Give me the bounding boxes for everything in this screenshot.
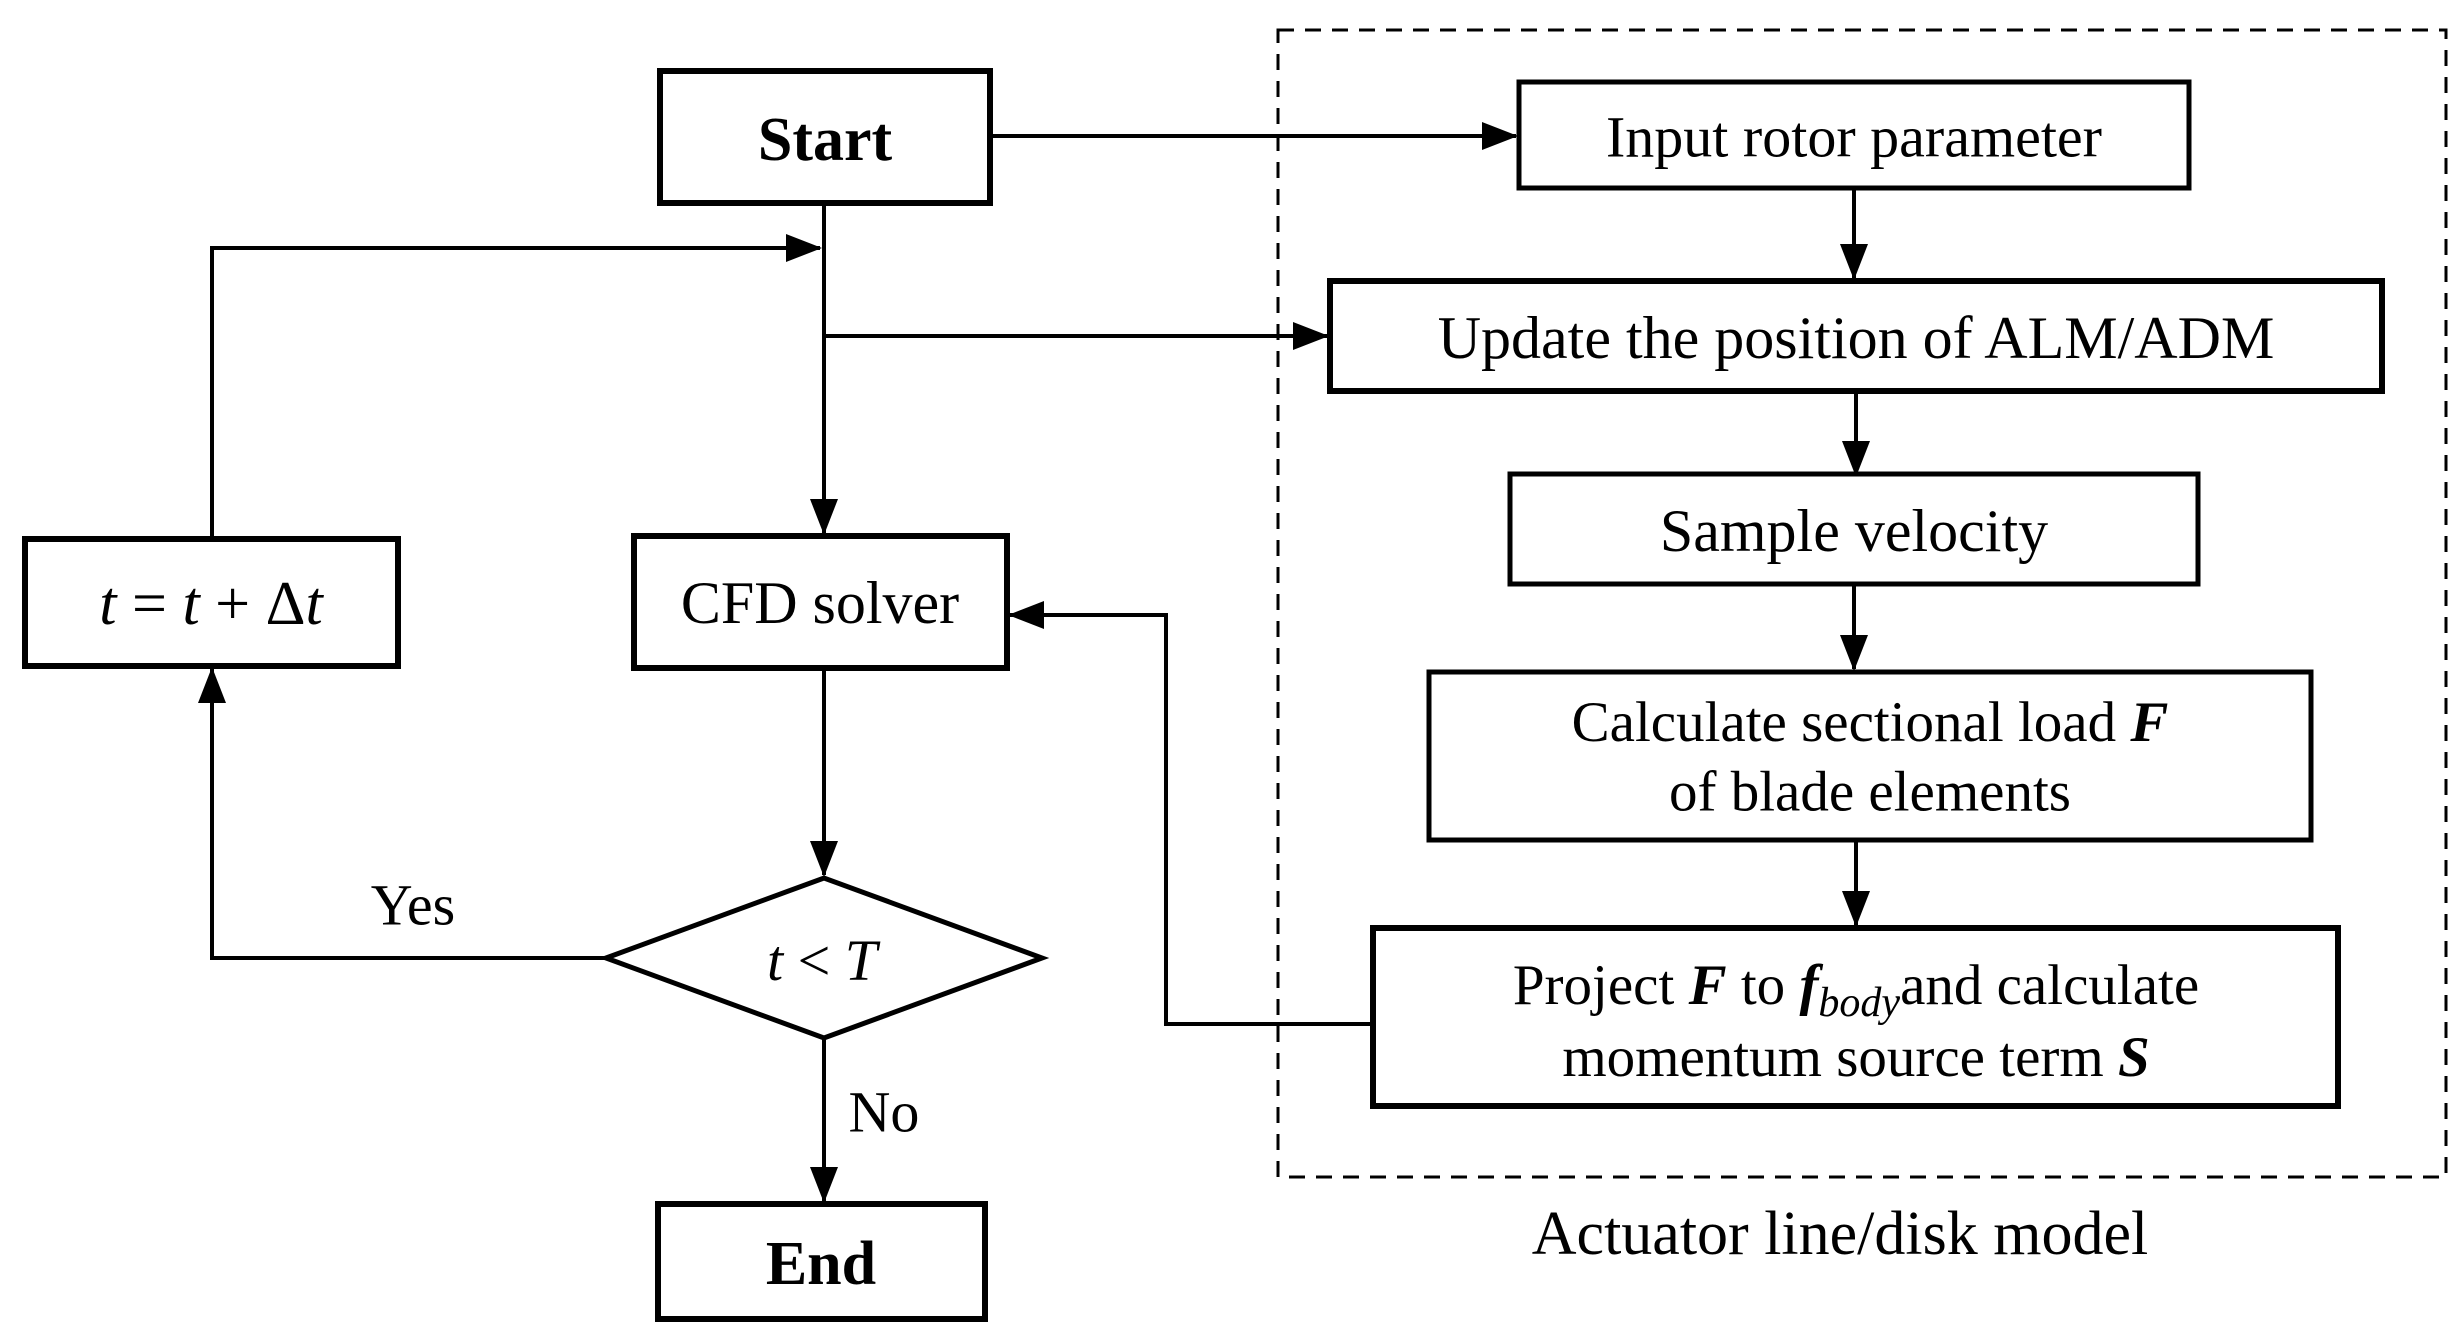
decision-node: t < T (598, 875, 1050, 1041)
input-rotor-node: Input rotor parameter (1516, 79, 2192, 191)
to-text: to (1727, 954, 1800, 1017)
time-step-node-box (22, 536, 401, 669)
force-symbol: F (2129, 691, 2168, 754)
force-symbol: F (1688, 954, 1727, 1017)
time-symbol: t (306, 570, 325, 638)
decision-node-label: t < T (767, 928, 881, 993)
calculate-load-node-label-line1: Calculate sectional load F (1572, 691, 2169, 754)
calculate-load-node-label-line2: of blade elements (1669, 761, 2071, 824)
actuator-model-region-border (1276, 28, 2448, 1179)
source-term-symbol: S (2118, 1026, 2150, 1089)
less-than-sign: < (783, 928, 845, 993)
calculate-load-node-box (1426, 669, 2314, 843)
project-force-node: Project F to fbodyand calculate momentum… (1370, 925, 2341, 1109)
yes-edge-label: Yes (371, 873, 455, 938)
and-calculate-text: and calculate (1900, 954, 2199, 1017)
calculate-load-text: Calculate sectional load (1572, 691, 2131, 754)
momentum-source-text: momentum source term (1562, 1026, 2118, 1089)
arrow-time-step-loop-to-main-line (210, 234, 822, 539)
plus-sign: + (200, 570, 266, 638)
input-rotor-node-label: Input rotor parameter (1606, 105, 2102, 170)
end-node: End (655, 1201, 988, 1322)
sample-velocity-node: Sample velocity (1507, 471, 2201, 587)
delta-symbol: Δ (266, 570, 306, 638)
cfd-solver-node-box (631, 533, 1010, 671)
time-step-node: t = t + Δt (22, 536, 401, 669)
equals-sign: = (116, 570, 182, 638)
update-position-node: Update the position of ALM/ADM (1327, 278, 2385, 394)
time-symbol: t (99, 570, 118, 638)
calculate-load-node: Calculate sectional load F of blade elem… (1426, 669, 2314, 843)
body-subscript: body (1818, 980, 1900, 1026)
cfd-solver-node: CFD solver (631, 533, 1010, 671)
update-position-node-label: Update the position of ALM/ADM (1438, 305, 2275, 371)
decision-node-diamond (598, 875, 1050, 1041)
sample-velocity-node-label: Sample velocity (1660, 498, 2048, 564)
start-node: Start (657, 68, 993, 206)
project-text: Project (1513, 954, 1689, 1017)
start-node-box (657, 68, 993, 206)
project-force-node-label-line1: Project F to fbodyand calculate (1513, 954, 2199, 1027)
sample-velocity-node-box (1507, 471, 2201, 587)
cfd-solver-node-label: CFD solver (681, 570, 959, 636)
end-node-box (655, 1201, 988, 1322)
arrow-project-force-to-cfd-solver (1008, 601, 1373, 1026)
actuator-model-region-label: Actuator line/disk model (1532, 1200, 2148, 1268)
time-symbol: t (182, 570, 201, 638)
start-node-label: Start (758, 106, 893, 174)
project-force-node-label-line2: momentum source term S (1562, 1026, 2149, 1089)
arrow-decision-yes-to-time-step (198, 667, 606, 960)
end-node-label: End (766, 1230, 876, 1298)
update-position-node-box (1327, 278, 2385, 394)
time-step-node-label: t = t + Δt (99, 570, 324, 638)
time-symbol: t (767, 928, 785, 993)
input-rotor-node-box (1516, 79, 2192, 191)
project-force-node-box (1370, 925, 2341, 1109)
no-edge-label: No (849, 1080, 920, 1145)
total-time-symbol: T (845, 928, 881, 993)
